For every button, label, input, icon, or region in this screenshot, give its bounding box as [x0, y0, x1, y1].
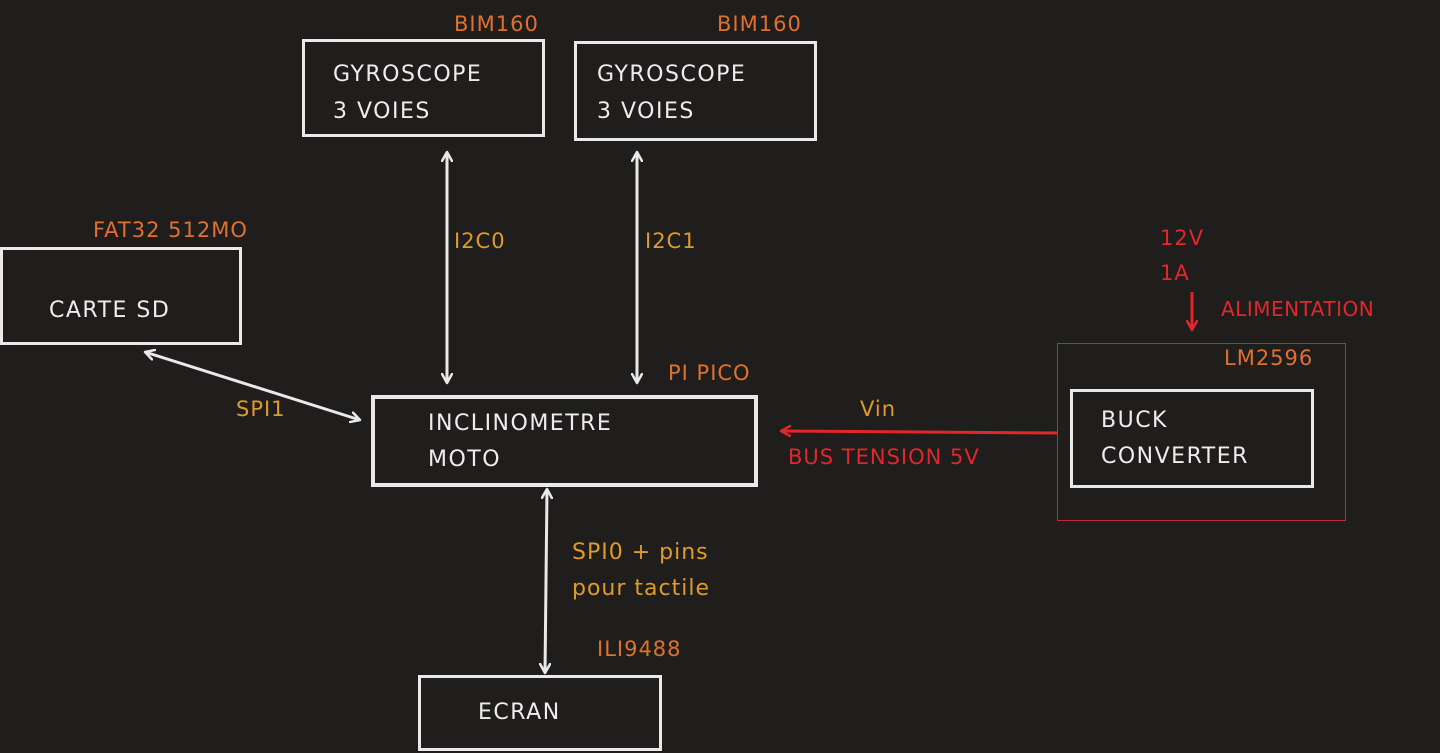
spi0-label-line1: SPI0 + pins	[572, 540, 709, 565]
gyroscope-box-1: GYROSCOPE 3 VOIES	[302, 39, 545, 137]
gyroscope-1-subtitle: 3 VOIES	[333, 99, 431, 124]
gyroscope-2-subtitle: 3 VOIES	[597, 99, 695, 124]
screen-label: ECRAN	[478, 700, 561, 725]
i2c1-label: I2C1	[645, 229, 697, 253]
sd-card-box: CARTE SD	[0, 247, 242, 345]
inclinometer-subtitle: MOTO	[428, 447, 502, 472]
supply-label: ALIMENTATION	[1221, 297, 1375, 321]
spi0-label-line2: pour tactile	[572, 576, 710, 601]
supply-voltage: 12V	[1160, 226, 1205, 250]
screen-chip: ILI9488	[597, 637, 682, 661]
supply-current: 1A	[1160, 261, 1190, 285]
sd-card-chip: FAT32 512MO	[93, 218, 248, 242]
inclinometer-box: INCLINOMETRE MOTO	[371, 395, 758, 487]
vin-label: Vin	[860, 397, 897, 421]
gyroscope-2-title: GYROSCOPE	[597, 62, 747, 87]
inclinometer-title: INCLINOMETRE	[428, 411, 613, 436]
spi1-label: SPI1	[236, 397, 286, 421]
buck-converter-subtitle: CONVERTER	[1101, 444, 1249, 469]
buck-converter-title: BUCK	[1101, 408, 1168, 433]
buck-converter-chip: LM2596	[1224, 346, 1314, 370]
spi1-link	[145, 352, 360, 420]
inclinometer-chip: PI PICO	[668, 361, 751, 385]
bus-voltage-label: BUS TENSION 5V	[788, 445, 980, 469]
gyroscope-1-title: GYROSCOPE	[333, 62, 483, 87]
gyroscope-box-2: GYROSCOPE 3 VOIES	[574, 41, 817, 141]
gyroscope-1-chip: BIM160	[454, 12, 539, 36]
lm2596-module-frame	[1057, 343, 1346, 521]
sd-card-label: CARTE SD	[49, 298, 171, 323]
vin-link	[781, 431, 1059, 433]
screen-box: ECRAN	[418, 675, 662, 751]
gyroscope-2-chip: BIM160	[717, 12, 802, 36]
i2c0-label: I2C0	[454, 229, 506, 253]
spi0-link	[545, 489, 547, 673]
buck-converter-box: BUCK CONVERTER	[1070, 389, 1314, 488]
